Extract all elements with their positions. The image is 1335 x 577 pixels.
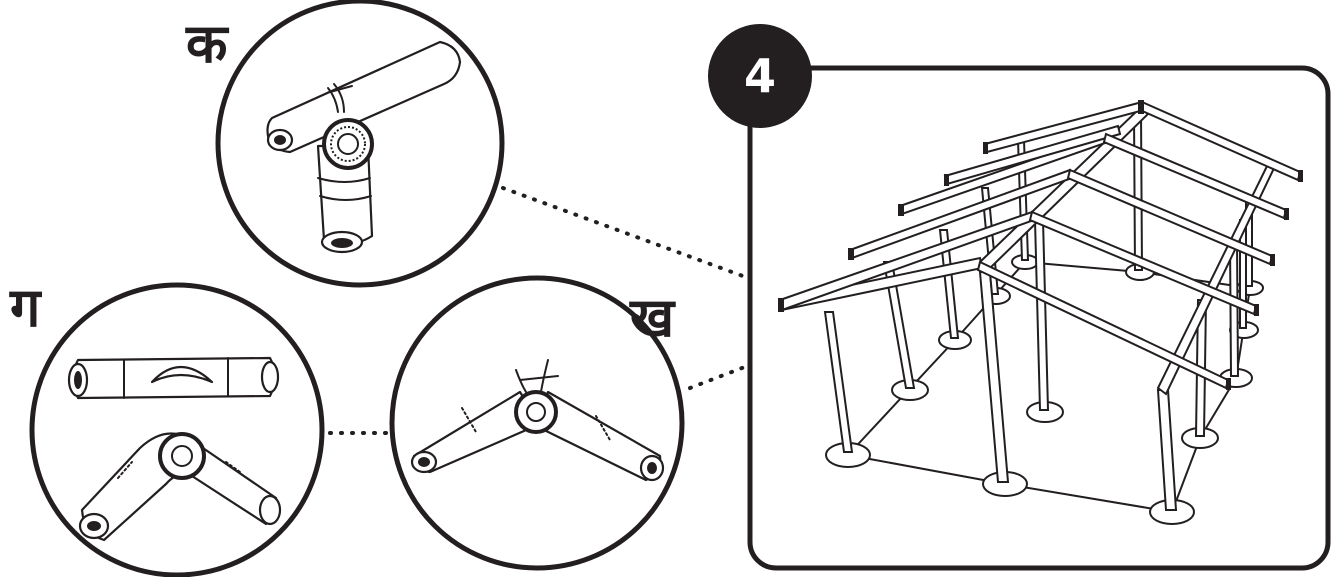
greenhouse-frame-icon [778,100,1303,525]
pipe-elbow-joint-icon [410,359,665,482]
step-number: 4 [744,49,776,103]
pipe-coupling-icon [67,356,280,400]
step-badge: 4 [708,24,812,128]
step-panel: 4 [708,24,1331,571]
connector-kha [688,288,947,390]
detail-kha: ख [389,275,685,571]
detail-label-ga: ग [9,276,42,339]
pipe-elbow-joint-icon [78,432,282,542]
pipe-cross-clamp-icon [266,40,462,254]
detail-ka: क [185,0,505,288]
detail-label-kha: ख [629,286,676,349]
detail-label-ka: क [185,12,230,75]
detail-ga: ग [9,276,325,577]
